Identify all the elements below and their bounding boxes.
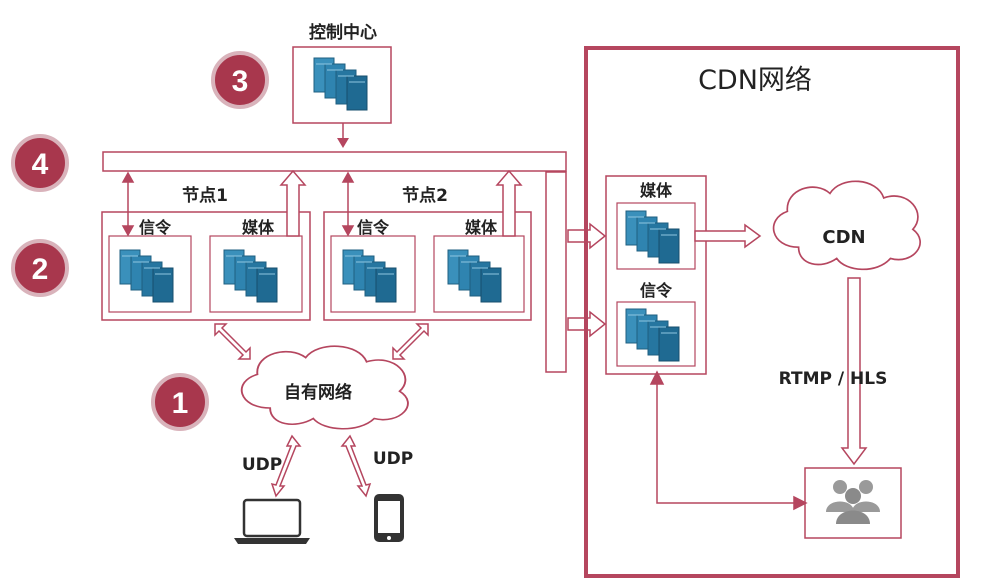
users-icon — [826, 480, 880, 524]
control-center-title: 控制中心 — [309, 22, 377, 43]
laptop-icon — [234, 498, 310, 544]
udp-arrows — [270, 434, 372, 498]
own-network-label: 自有网络 — [284, 382, 352, 403]
cdn-network-title: CDN网络 — [698, 65, 812, 96]
node1-signal-label: 信令 — [139, 218, 172, 237]
media-up-arrows — [279, 169, 523, 237]
badge-1: 1 — [151, 373, 209, 431]
udp-right-label: UDP — [373, 449, 413, 469]
own-network-cloud: 自有网络 — [240, 345, 409, 430]
node2-title: 节点2 — [402, 185, 448, 206]
badge-3: 3 — [211, 51, 269, 109]
bus-riser — [545, 171, 567, 373]
badge-3-number: 3 — [232, 65, 249, 98]
badge-4-number: 4 — [32, 148, 49, 181]
cdn-cloud-label: CDN — [822, 227, 865, 248]
protocol-label: RTMP / HLS — [779, 369, 888, 389]
node-cloud-arrows — [214, 323, 429, 360]
node1-media-label: 媒体 — [242, 218, 275, 237]
cloud-icon — [772, 180, 921, 271]
phone-icon — [374, 494, 404, 542]
signal-link-arrows — [121, 171, 355, 237]
cdn-to-users-arrow — [840, 277, 868, 466]
users-signal-link — [649, 370, 808, 511]
badge-2: 2 — [11, 239, 69, 297]
badge-4: 4 — [11, 134, 69, 192]
cdn-network-frame — [584, 46, 960, 578]
bus-bar — [102, 151, 567, 172]
node1-title: 节点1 — [182, 185, 228, 206]
badge-1-number: 1 — [172, 387, 189, 420]
cdn-cloud: CDN — [772, 180, 921, 271]
node2-media-label: 媒体 — [465, 218, 498, 237]
arrow-down-icon — [337, 138, 349, 148]
udp-left-label: UDP — [242, 455, 282, 475]
badge-2-number: 2 — [32, 253, 49, 286]
cdn-signal-label: 信令 — [640, 281, 673, 300]
cdn-media-label: 媒体 — [640, 181, 673, 200]
node2-signal-label: 信令 — [357, 218, 390, 237]
media-to-cdn-arrow — [694, 223, 762, 249]
